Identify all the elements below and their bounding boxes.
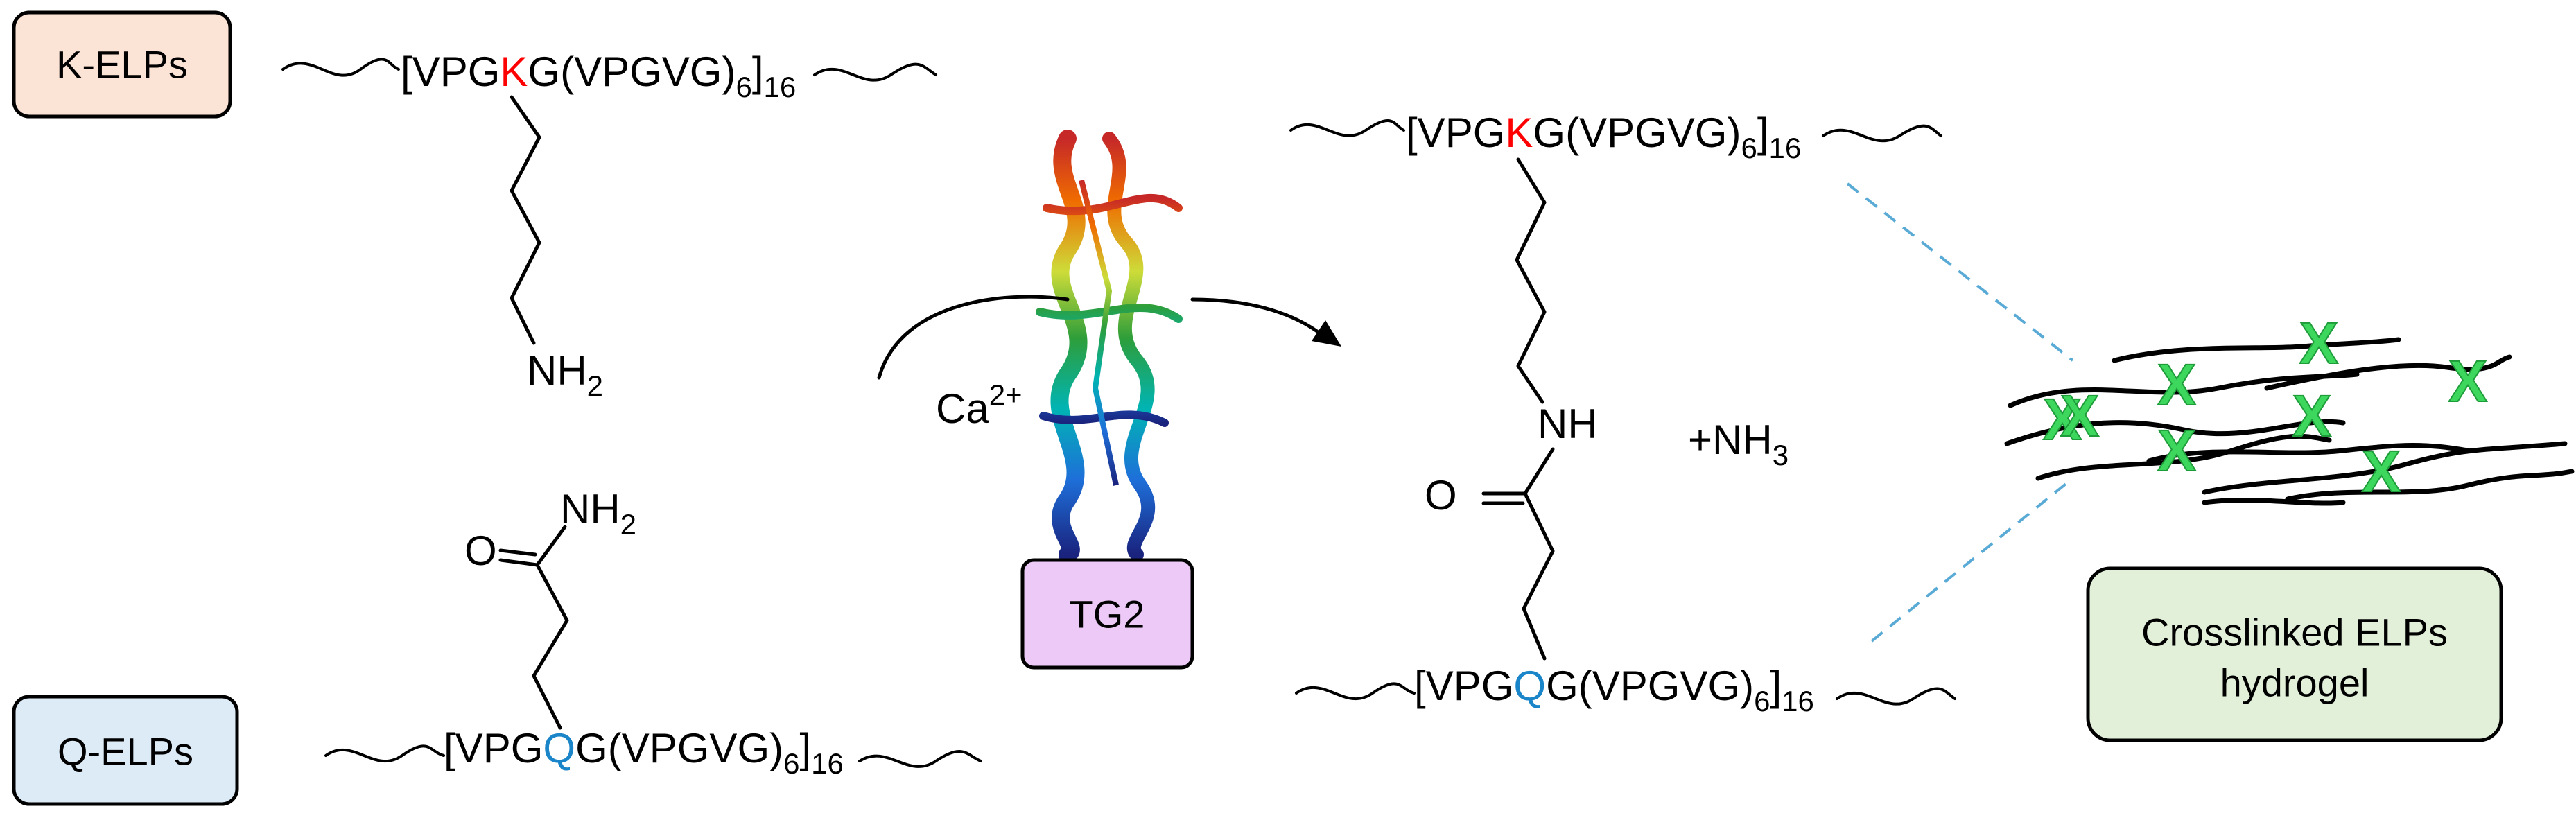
product-q-right-wave — [1836, 687, 1956, 706]
product-k-left-wave — [1289, 119, 1405, 137]
amide-carbonyl-bond-2 — [498, 548, 537, 557]
hydrogel-label-line1: Crosslinked ELPs — [2141, 611, 2448, 654]
amide-carbonyl-bond — [498, 558, 539, 567]
product-k-sequence: [VPGKG(VPGVG)6]16 — [1406, 110, 1801, 164]
product-lysine-chain — [1515, 157, 1547, 404]
crosslink-mark: X — [2060, 383, 2099, 448]
hydrogel-box: Crosslinked ELPs hydrogel — [2086, 566, 2503, 742]
tg2-label: TG2 — [1070, 593, 1145, 636]
zoom-line-top — [1846, 182, 2074, 362]
product-k-right-wave — [1822, 124, 1942, 143]
glutamine-side-chain — [532, 563, 569, 730]
k-elps-box: K-ELPs — [12, 10, 232, 119]
crosslink-mark: X — [2299, 311, 2338, 376]
ammonia-byproduct: +NH3 — [1688, 417, 1789, 471]
crosslink-mark: X — [2157, 352, 2196, 417]
product-nh-group: NH — [1538, 401, 1598, 447]
k-elp-sequence: [VPGKG(VPGVG)6]16 — [401, 49, 796, 103]
hydrogel-network-icon — [2004, 337, 2575, 506]
curved-arrow-icon — [877, 295, 1341, 380]
amide-cn-bond — [535, 525, 567, 567]
crosslink-mark: X — [2362, 439, 2401, 504]
zoom-line-bottom — [1870, 477, 2074, 643]
k-amine-group: NH2 — [527, 347, 603, 402]
tg2-enzyme: TG2 — [1020, 130, 1194, 670]
k-chain-left-wave — [281, 58, 400, 77]
isopeptide-bond — [1523, 447, 1555, 496]
q-carbonyl-oxygen: O — [464, 527, 497, 574]
k-elp-reactant: [VPGKG(VPGVG)6]16 NH2 — [281, 49, 937, 402]
product-glutamine-chain — [1522, 491, 1555, 661]
crosslinked-product: [VPGKG(VPGVG)6]16 NH O [VPGQG(VPGVG)6]16… — [1289, 110, 1956, 717]
tg2-box — [1020, 558, 1194, 670]
crosslink-mark: X — [2448, 349, 2487, 414]
q-elp-reactant: [VPGQG(VPGVG)6]16 O NH2 — [324, 486, 982, 780]
q-chain-left-wave — [324, 744, 445, 763]
crosslink-mark: X — [2157, 418, 2196, 483]
lysine-side-chain — [510, 95, 541, 345]
k-chain-right-wave — [813, 62, 937, 82]
k-elps-label: K-ELPs — [56, 43, 188, 87]
product-carbonyl-oxygen: O — [1425, 472, 1457, 518]
calcium-cofactor: Ca2+ — [936, 378, 1022, 432]
q-elp-sequence: [VPGQG(VPGVG)6]16 — [444, 725, 844, 780]
q-amide-group: NH2 — [560, 486, 636, 541]
q-chain-right-wave — [858, 750, 982, 768]
crosslink-mark: X — [2292, 383, 2331, 448]
crosslink-mark: X — [2043, 387, 2082, 452]
q-elps-box: Q-ELPs — [12, 695, 239, 806]
product-q-left-wave — [1295, 682, 1416, 701]
hydrogel-label-line2: hydrogel — [2220, 661, 2369, 705]
q-elps-label: Q-ELPs — [58, 730, 193, 774]
product-q-sequence: [VPGQG(VPGVG)6]16 — [1414, 663, 1814, 717]
tg2-protein-ribbon-icon — [1036, 130, 1183, 564]
